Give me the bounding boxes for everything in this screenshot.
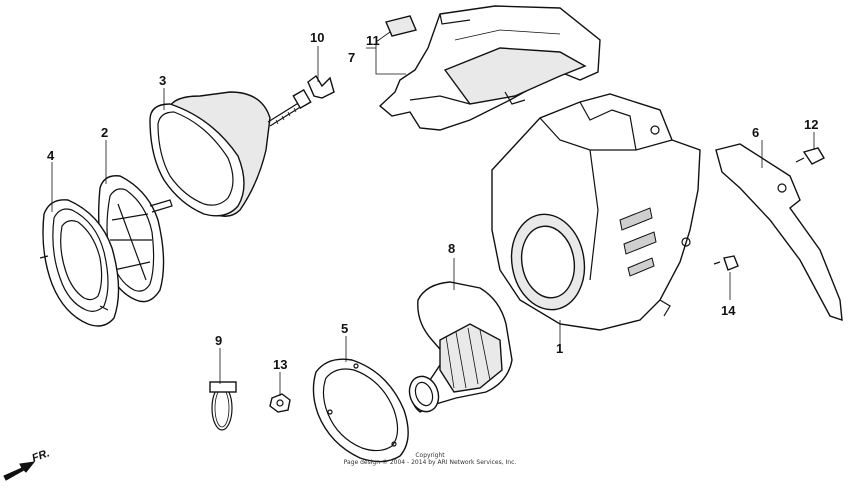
callout-8: 8: [448, 241, 456, 256]
callout-7: 7: [348, 50, 356, 65]
part-4-mounting-frame: [39, 199, 120, 327]
part-11-label-tag: [385, 15, 417, 37]
callout-6: 6: [752, 125, 760, 140]
part-9-hose-clamp: [209, 381, 237, 431]
callout-11: 11: [366, 33, 380, 48]
part-7-cleaner-cover: [378, 5, 601, 131]
callout-13: 13: [273, 357, 288, 372]
part-12-bolt: [795, 147, 825, 165]
callout-2: 2: [101, 125, 109, 140]
callout-1: 1: [556, 341, 564, 356]
callout-5: 5: [341, 321, 349, 336]
callout-3: 3: [159, 73, 167, 88]
callout-14: 14: [721, 303, 736, 318]
copyright-line-1: Copyright: [415, 452, 445, 459]
callout-10: 10: [310, 30, 325, 45]
copyright-line-2: Page design © 2004 - 2014 by ARI Network…: [343, 459, 517, 466]
part-5-gasket: [312, 358, 409, 463]
copyright-notice: Copyright Page design © 2004 - 2014 by A…: [340, 452, 520, 466]
part-6-side-plate: [715, 143, 843, 322]
part-1-cleaner-case: [491, 93, 701, 331]
callout-12: 12: [804, 117, 819, 132]
part-14-bolt: [713, 255, 739, 271]
part-13-nut: [269, 393, 291, 413]
leader-lines: [51, 31, 815, 396]
callout-4: 4: [47, 148, 55, 163]
part-10-wing-bolt: [267, 74, 335, 127]
front-direction-arrow: [3, 461, 36, 481]
part-8-intake-duct: [408, 281, 513, 413]
part-3-filter-element: [149, 91, 271, 217]
callout-9: 9: [215, 333, 223, 348]
